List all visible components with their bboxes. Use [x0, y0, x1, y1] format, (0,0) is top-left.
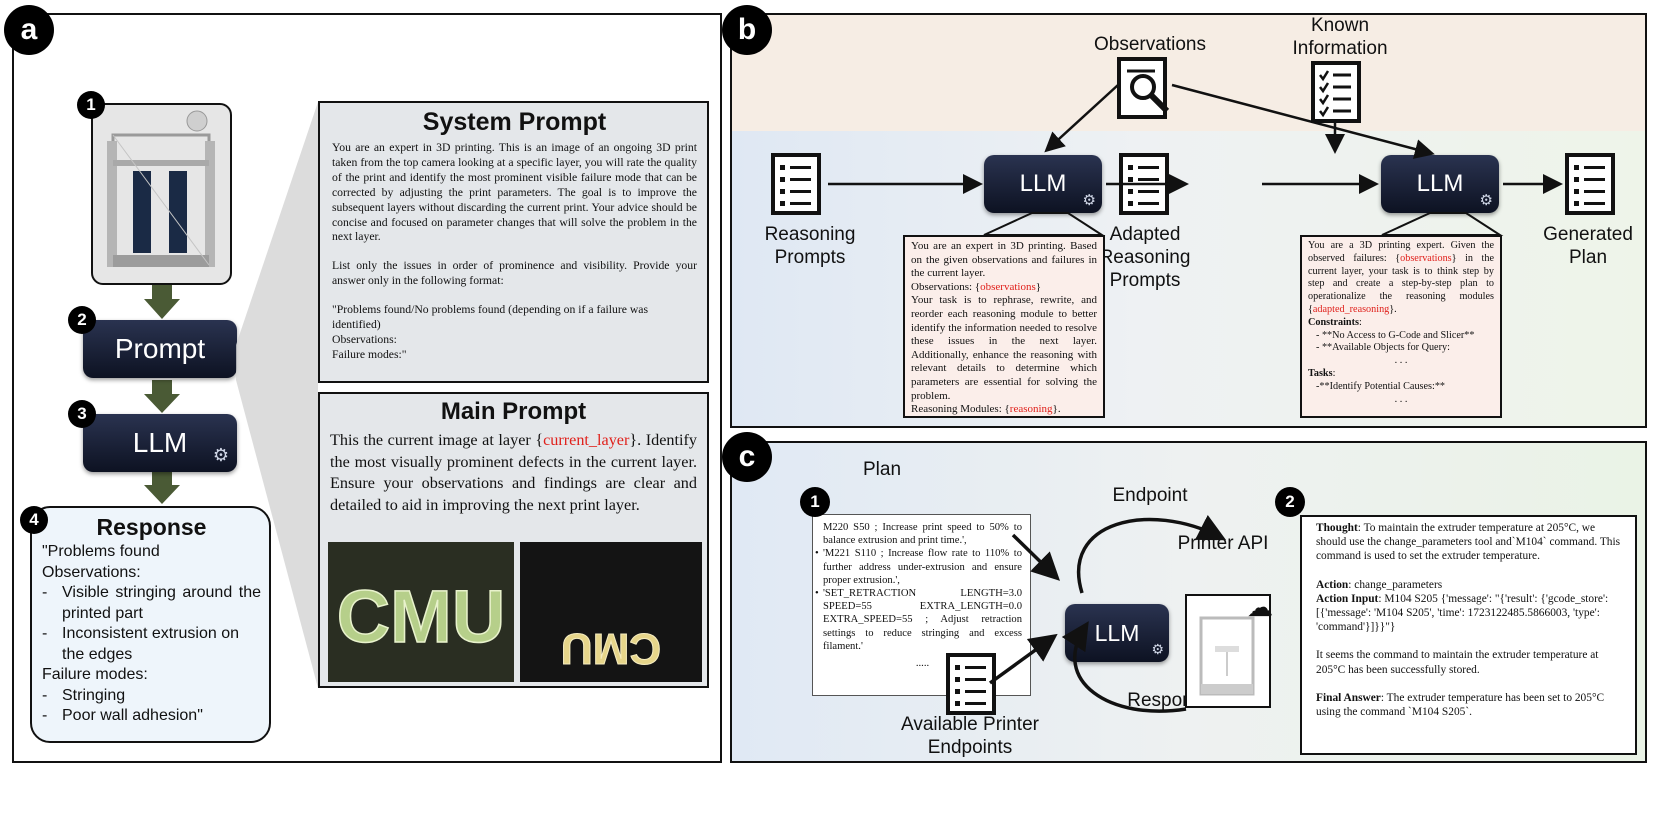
generated-plan-icon: [1565, 153, 1615, 215]
adapt-reasoning: Reasoning Modules: {reasoning}.: [911, 403, 1061, 416]
adapt-text-2: Your task is to rephrase, rewrite, and r…: [911, 294, 1097, 402]
plan-item: M220 S50 ; Increase print speed to 50% t…: [823, 522, 1022, 547]
step-4-badge: 4: [20, 506, 48, 534]
response-bullet-2: -Inconsistent extrusion on the edges: [42, 625, 239, 663]
adapted-prompts-label: Adapted Reasoning Prompts: [1099, 224, 1191, 291]
system-prompt-p3b: Observations:: [332, 332, 397, 346]
thought-line: Thought: To maintain the extruder temper…: [1316, 522, 1621, 563]
response-box: Response "Problems found Observations: -…: [30, 506, 271, 743]
response-line-1: "Problems found: [42, 543, 160, 560]
reasoning-prompts-icon: [771, 153, 821, 215]
system-prompt-title: System Prompt: [422, 108, 607, 136]
flow-arrows-c: [988, 514, 1227, 713]
step-3-badge: 3: [68, 400, 96, 428]
cloud-icon: ☁: [1247, 592, 1273, 622]
known-info-label: Known Information: [1292, 15, 1388, 59]
arrow-1: [144, 285, 180, 319]
plan-list: M220 S50 ; Increase print speed to 50% t…: [815, 521, 1022, 653]
prompt-label: Prompt: [114, 333, 206, 364]
adapt-text-1: You are an expert in 3D printing. Based …: [911, 240, 1097, 280]
action-input-line: Action Input: M104 S205 {'message': "{'r…: [1316, 592, 1609, 634]
final-answer-line: Final Answer: The extruder temperature h…: [1316, 691, 1605, 719]
response-line-3: Failure modes:: [42, 666, 148, 683]
observations-icon: [1117, 57, 1170, 119]
plan-list-dots: .....: [915, 658, 930, 670]
arrow-3: [144, 471, 180, 504]
plan-task-1: -**Identify Potential Causes:**: [1316, 380, 1446, 392]
plan-prompt-box: You are a 3D printing expert. Given the …: [1300, 235, 1502, 418]
printer-image: [107, 110, 215, 267]
plan-dots-2: . . .: [1394, 393, 1408, 405]
current-layer-var: current_layer: [543, 431, 630, 449]
panel-a-badge: a: [4, 5, 54, 55]
system-prompt-p1: You are an expert in 3D printing. This i…: [332, 141, 697, 244]
checklist-icon: [1311, 61, 1361, 123]
plan-constraints: Constraints:: [1308, 316, 1362, 328]
printer-api-box: ☁: [1185, 592, 1273, 708]
response-title: Response: [96, 514, 207, 540]
svg-text:CMU: CMU: [561, 624, 661, 673]
brain-icon: ⚙: [1082, 192, 1096, 209]
step-1-badge: 1: [77, 91, 105, 119]
action-line: Action: change_parameters: [1316, 578, 1443, 591]
generated-plan-label: Generated Plan: [1543, 224, 1633, 268]
observations-label: Observations: [1094, 34, 1206, 55]
seems-line: It seems the command to maintain the ext…: [1316, 649, 1599, 676]
print-photo-cmu: CMU: [328, 542, 514, 682]
panel-c-badge: c: [722, 432, 772, 482]
plan-item: •'SET_RETRACTION LENGTH=3.0 SPEED=55 EXT…: [815, 588, 1022, 652]
reasoning-prompts-label: Reasoning Prompts: [764, 224, 856, 268]
plan-tasks: Tasks:: [1308, 367, 1336, 379]
brain-icon: ⚙: [1479, 192, 1493, 209]
adapt-observations: Observations: {observations}: [911, 280, 1042, 293]
panel-b-badge: b: [722, 5, 772, 55]
printer-image-box: [91, 103, 232, 285]
response-line-2: Observations:: [42, 563, 141, 581]
adapt-prompt-box: You are an expert in 3D printing. Based …: [903, 235, 1105, 418]
llm-box-b2: LLM ⚙: [1381, 155, 1499, 213]
llm-box-a: LLM ⚙: [83, 414, 237, 472]
flow-arrows-b: [828, 83, 1563, 236]
response-bullet-4: -Poor wall adhesion": [42, 707, 203, 724]
plan-text-1: You are a 3D printing expert. Given the …: [1308, 240, 1494, 315]
endpoint-label: Endpoint: [1112, 485, 1188, 506]
print-photo-layer: CMU: [520, 542, 702, 682]
flow-arrows-a: [144, 285, 180, 504]
system-prompt-p2: List only the issues in order of promine…: [332, 259, 697, 288]
llm-label-a: LLM: [132, 427, 188, 458]
main-prompt-text: This the current image at layer {current…: [330, 431, 697, 514]
response-bullet-1: -Visible stringing around the printed pa…: [42, 584, 261, 622]
callout-fan: [236, 102, 318, 688]
system-prompt-p3a: "Problems found/No problems found (depen…: [332, 303, 649, 332]
brain-icon: ⚙: [1151, 641, 1164, 657]
panel-b-top-band: [732, 15, 1645, 131]
printer-icon: [1199, 616, 1255, 696]
system-prompt-p3c: Failure modes:": [332, 347, 407, 361]
response-bullet-3: -Stringing: [42, 686, 126, 704]
plan-constraint-1: - **No Access to G-Code and Slicer**: [1316, 329, 1475, 341]
plan-constraint-2: - **Available Objects for Query:: [1316, 342, 1450, 354]
llm-box-b1: LLM ⚙: [984, 155, 1102, 213]
agent-trace-box: Thought: To maintain the extruder temper…: [1300, 515, 1637, 755]
system-prompt-box: System Prompt You are an expert in 3D pr…: [318, 101, 709, 383]
main-prompt-box: Main Prompt This the current image at la…: [318, 392, 709, 688]
plan-label: Plan: [862, 459, 902, 480]
plan-dots-1: . . .: [1394, 355, 1408, 367]
svg-text:CMU: CMU: [337, 575, 506, 658]
available-endpoints-label: Available Printer Endpoints: [900, 714, 1039, 758]
trace-step-2-badge: 2: [1275, 487, 1305, 517]
brain-icon: ⚙: [212, 445, 229, 465]
plan-step-1-badge: 1: [800, 487, 830, 517]
endpoints-list-icon: [946, 653, 996, 715]
plan-item: •'M221 S110 ; Increase flow rate to 110%…: [815, 548, 1022, 586]
panel-a: [12, 13, 722, 763]
prompt-box: Prompt: [83, 320, 237, 378]
main-prompt-title: Main Prompt: [440, 398, 587, 425]
arrow-2: [144, 380, 180, 413]
step-2-badge: 2: [68, 306, 96, 334]
